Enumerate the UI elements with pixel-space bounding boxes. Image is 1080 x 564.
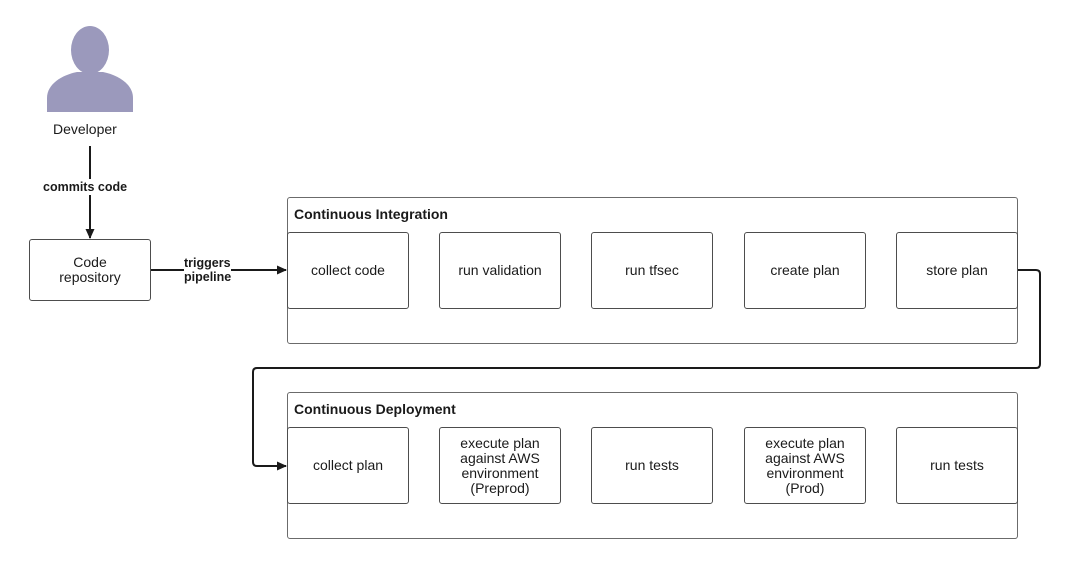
- ci-step-label: store plan: [926, 262, 988, 278]
- cd-step-line: against AWS: [765, 449, 845, 466]
- cd-step-collect-plan[interactable]: collect plan: [287, 427, 409, 504]
- cd-step-line: execute plan: [765, 434, 845, 451]
- cd-step-run-tests-1[interactable]: run tests: [591, 427, 713, 504]
- pipeline-line: pipeline: [184, 270, 232, 284]
- cd-step-run-tests-2[interactable]: run tests: [896, 427, 1018, 504]
- ci-step-run-tfsec[interactable]: run tfsec: [591, 232, 713, 309]
- cd-step-line: (Prod): [785, 479, 825, 496]
- cd-step-line: run tests: [930, 457, 984, 473]
- developer-label: Developer: [53, 121, 117, 137]
- cd-step-line: collect plan: [312, 457, 384, 473]
- repository-line1: Code: [73, 254, 107, 270]
- cd-step-execute-prod[interactable]: execute plan against AWS environment (Pr…: [744, 427, 866, 504]
- repository-line2: repository: [59, 269, 121, 285]
- ci-step-label: run validation: [458, 262, 542, 278]
- ci-group-title: Continuous Integration: [294, 206, 448, 222]
- ci-step-label: run tfsec: [625, 262, 679, 278]
- cd-step-line: environment: [461, 464, 539, 481]
- edge-ci-to-cd: [252, 269, 1041, 471]
- developer-icon: [47, 26, 133, 112]
- commits-code-label: commits code: [43, 179, 128, 195]
- ci-step-create-plan[interactable]: create plan: [744, 232, 866, 309]
- ci-step-label: create plan: [770, 262, 840, 278]
- ci-step-label: collect code: [311, 262, 385, 278]
- ci-step-collect-code[interactable]: collect code: [287, 232, 409, 309]
- cd-step-line: (Preprod): [470, 479, 530, 496]
- ci-step-store-plan[interactable]: store plan: [896, 232, 1018, 309]
- cd-group-title: Continuous Deployment: [294, 401, 456, 417]
- cd-step-execute-preprod[interactable]: execute plan against AWS environment (Pr…: [439, 427, 561, 504]
- triggers-line: triggers: [184, 256, 231, 270]
- ci-step-run-validation[interactable]: run validation: [439, 232, 561, 309]
- triggers-pipeline-label: triggers pipeline: [184, 256, 232, 284]
- code-repository-node[interactable]: Code repository: [29, 239, 151, 301]
- cd-step-line: against AWS: [460, 449, 540, 466]
- cd-step-line: environment: [766, 464, 844, 481]
- cd-step-line: execute plan: [460, 434, 540, 451]
- cd-step-line: run tests: [625, 457, 679, 473]
